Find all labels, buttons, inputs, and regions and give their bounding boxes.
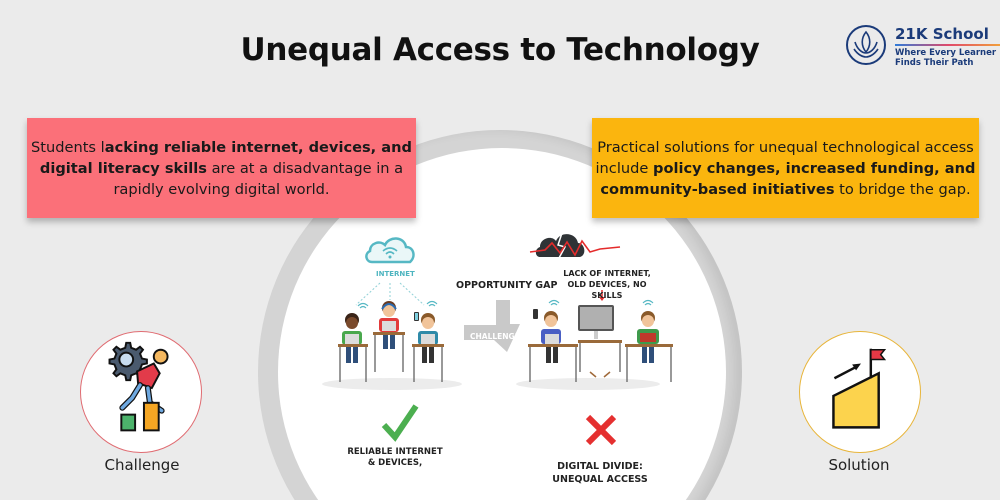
digital-divide-label: DIGITAL DIVIDE: UNEQUAL ACCESS bbox=[540, 460, 660, 486]
divide-label-line1: DIGITAL DIVIDE: bbox=[557, 461, 643, 472]
solution-badge bbox=[799, 331, 921, 453]
divide-label-line2: UNEQUAL ACCESS bbox=[552, 474, 648, 485]
check-icon bbox=[381, 404, 419, 442]
internet-cloud-icon bbox=[365, 237, 415, 264]
solution-card: Practical solutions for unequal technolo… bbox=[592, 118, 979, 218]
cross-icon bbox=[585, 414, 617, 446]
logo-underline bbox=[895, 44, 1000, 46]
solution-text: Practical solutions for unequal technolo… bbox=[595, 138, 976, 198]
lack-label-line2: OLD DEVICES, NO SKILLS bbox=[567, 280, 647, 300]
connected-students-icon bbox=[338, 301, 444, 382]
challenge-badge bbox=[80, 331, 202, 453]
page-title: Unequal Access to Technology bbox=[240, 32, 760, 68]
disconnected-students-icon bbox=[528, 305, 673, 382]
challenge-card: Students lacking reliable internet, devi… bbox=[27, 118, 416, 218]
internet-label: INTERNET bbox=[376, 270, 415, 278]
logo: 21K School Where Every Learner Finds The… bbox=[845, 22, 1000, 72]
reliable-label-line2: & DEVICES, bbox=[367, 458, 423, 468]
lack-label-line1: LACK OF INTERNET, bbox=[563, 269, 651, 278]
mountain-flag-icon bbox=[832, 348, 887, 429]
challenge-arrow-label: CHALLENGE bbox=[470, 332, 520, 341]
challenge-badge-label: Challenge bbox=[104, 456, 180, 474]
logo-name: 21K School bbox=[895, 25, 989, 43]
challenge-arrow-icon bbox=[464, 300, 520, 352]
person-pushing-gear-icon bbox=[108, 341, 169, 432]
reliable-internet-label: RELIABLE INTERNET & DEVICES, bbox=[345, 447, 445, 469]
challenge-text: Students lacking reliable internet, devi… bbox=[30, 138, 412, 198]
lotus-logo-icon bbox=[846, 25, 886, 65]
opportunity-gap-illustration bbox=[322, 232, 673, 446]
logo-tagline: Where Every Learner Finds Their Path bbox=[895, 48, 996, 68]
lack-of-internet-label: LACK OF INTERNET, OLD DEVICES, NO SKILLS bbox=[552, 268, 662, 301]
opportunity-gap-label: OPPORTUNITY GAP bbox=[456, 280, 558, 291]
logo-tagline-line1: Where Every Learner bbox=[895, 48, 997, 58]
reliable-label-line1: RELIABLE INTERNET bbox=[347, 447, 443, 457]
solution-badge-label: Solution bbox=[828, 456, 890, 474]
broken-cloud-icon bbox=[529, 232, 621, 259]
logo-tagline-line2: Finds Their Path bbox=[895, 58, 974, 68]
